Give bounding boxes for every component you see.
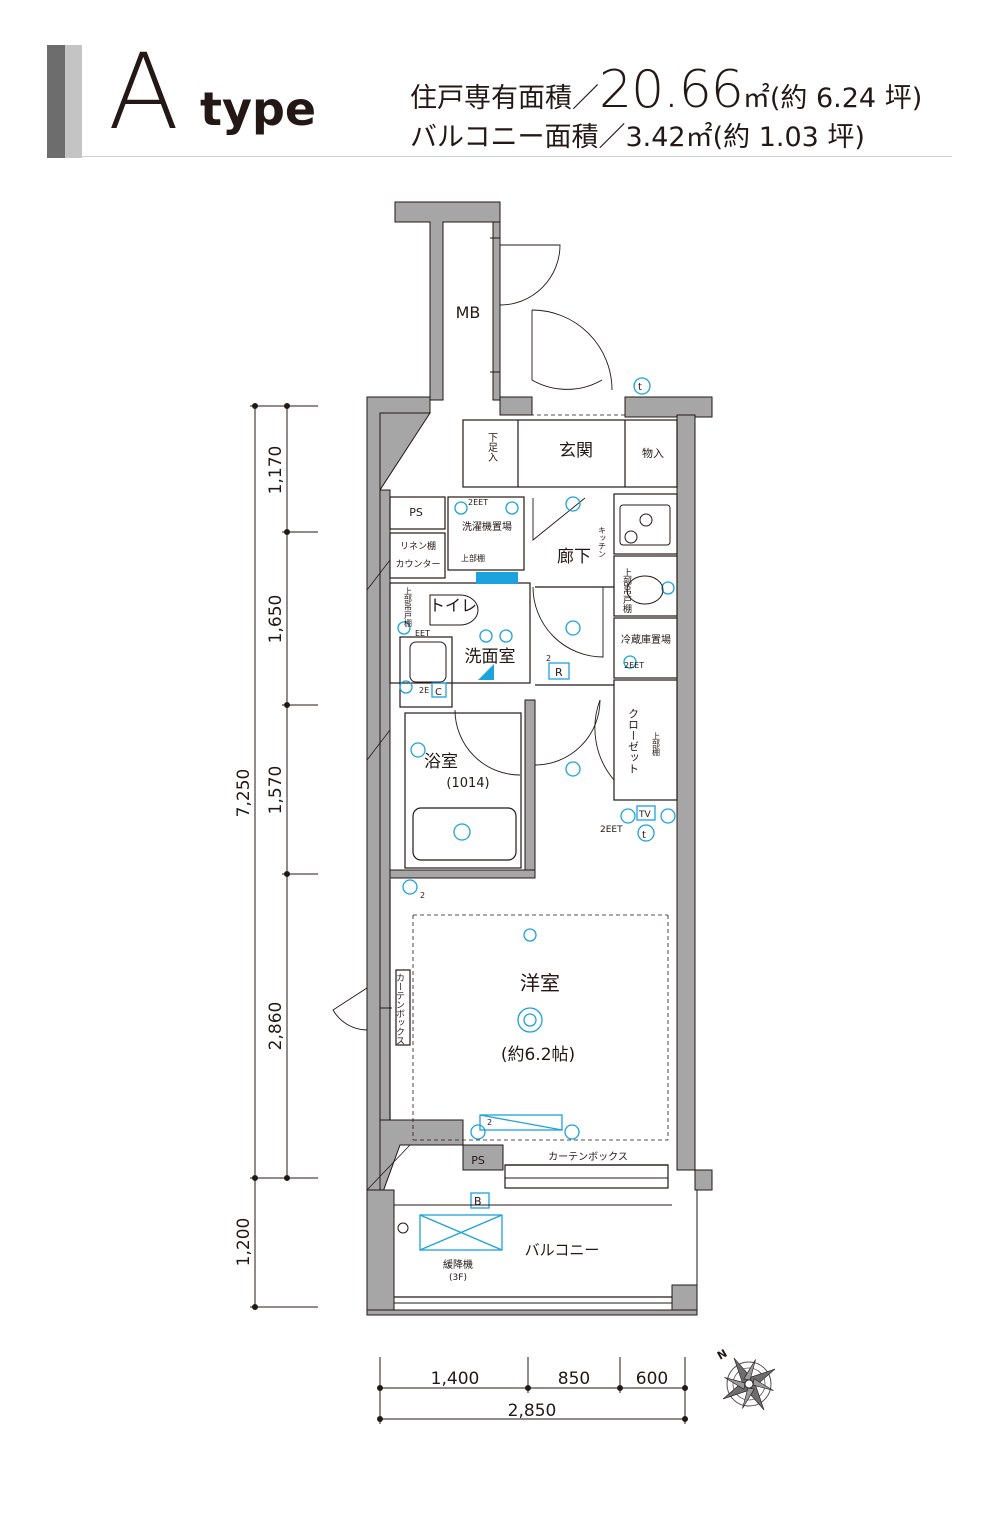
symbol-r: R — [555, 666, 563, 679]
wall-hatch — [366, 559, 411, 1191]
exclusive-area-tsubo: (約 6.24 坪) — [769, 83, 923, 114]
dim-left-seg-3: 1,570 — [266, 766, 286, 815]
dim-bottom-total: 2,850 — [508, 1401, 557, 1421]
dimension-labels-left: 7,250 1,170 1,650 1,570 2,860 1,200 — [234, 446, 286, 1267]
label-western-room: 洋室 — [520, 971, 560, 995]
label-mb: MB — [456, 303, 481, 322]
vertical-labels: 下足入 キッチン 上部吊戸棚 上部吊戸棚 クローゼット 上部棚 カーテンボックス — [394, 432, 661, 1045]
partitions — [389, 419, 678, 1298]
door-swings — [332, 244, 615, 1031]
symbol-t-top: t — [638, 382, 642, 393]
balcony-rail — [380, 1007, 698, 1304]
room-labels: MB 玄関 物入 PS 洗濯機置場 上部棚 廊下 リネン棚 カウンター トイレ … — [395, 303, 671, 1283]
balcony-area-line: バルコニー面積／3.42㎡(約 1.03 坪) — [410, 115, 865, 154]
label-closet: クローゼット — [627, 708, 640, 774]
label-linen: リネン棚 — [400, 540, 436, 552]
symbol-num-2c: 2 — [487, 1118, 492, 1127]
dim-bottom-seg-1: 1,400 — [431, 1369, 480, 1389]
label-ps-bottom: PS — [471, 1154, 485, 1167]
dimension-lines-bottom — [377, 1357, 688, 1424]
label-upper-shelf: 上部棚 — [461, 553, 485, 563]
symbol-eet-wash: EET — [415, 629, 430, 638]
label-escape-floor: (3F) — [449, 1273, 467, 1283]
label-bath-size: (1014) — [446, 776, 489, 791]
label-shoes: 下足入 — [486, 432, 498, 462]
compass-north-label: N — [715, 1347, 729, 1363]
tel-outlet-icon — [633, 377, 651, 395]
label-escape: 緩降機 — [443, 1258, 473, 1271]
dim-left-seg-1: 1,170 — [266, 446, 286, 495]
exclusive-area-line: 住戸専有面積／20.66㎡(約 6.24 坪) — [410, 60, 922, 120]
mb-door-ticks — [490, 237, 500, 373]
label-kitchen: キッチン — [598, 526, 607, 558]
label-curtain-box: カーテンボックス — [548, 1151, 628, 1163]
unit-type-word: type — [200, 82, 317, 136]
symbol-2e: 2E — [419, 686, 429, 695]
label-bath: 浴室 — [424, 752, 458, 772]
symbol-2eet-fridge: 2EET — [624, 661, 644, 670]
label-storage: 物入 — [642, 446, 664, 460]
label-fridge: 冷蔵庫置場 — [621, 633, 671, 646]
dimension-lines-left — [250, 403, 318, 1310]
range-hood-icon — [548, 662, 570, 680]
label-ps-top: PS — [409, 506, 423, 519]
balcony-area-label: バルコニー面積／ — [410, 122, 626, 153]
label-washroom: 洗面室 — [465, 647, 516, 667]
balcony-area-tsubo: (約 1.03 坪) — [712, 122, 865, 153]
dim-left-seg-4: 2,860 — [266, 1002, 286, 1051]
label-balcony: バルコニー — [525, 1241, 600, 1259]
balcony-area-unit: ㎡ — [685, 122, 713, 153]
symbol-tv: TV — [638, 810, 651, 820]
fixtures — [397, 504, 671, 1234]
electrical-symbols — [397, 377, 676, 1251]
label-upper-cabinet-small: 上部吊戸棚 — [404, 587, 413, 628]
label-counter: カウンター — [395, 559, 440, 570]
symbol-num-2a: 2 — [546, 654, 551, 663]
dim-left-seg-5: 1,200 — [234, 1218, 254, 1267]
unit-type-letter: A — [108, 31, 179, 153]
b-symbol-icon — [470, 1192, 490, 1209]
label-genkan: 玄関 — [559, 441, 593, 461]
header-rule — [82, 156, 952, 157]
dim-left-total: 7,250 — [234, 769, 254, 818]
exclusive-area-unit: ㎡ — [742, 83, 770, 114]
symbol-labels: t t TV R B C 2EET 2EET 2EET EET 2E 2 2 2 — [415, 382, 651, 1208]
header-accent-bar — [47, 45, 65, 158]
ceiling-light-icon — [517, 1007, 543, 1033]
symbol-2eet-laundry: 2EET — [468, 498, 488, 507]
dim-bottom-seg-3: 600 — [636, 1369, 668, 1389]
symbol-num-2b: 2 — [420, 891, 425, 900]
dashed-lines — [412, 414, 669, 1141]
dim-bottom-seg-2: 850 — [558, 1369, 590, 1389]
compass-icon: N — [715, 1347, 776, 1411]
dim-left-seg-2: 1,650 — [266, 595, 286, 644]
tv-outlet-icon — [636, 805, 656, 821]
label-laundry: 洗濯機置場 — [462, 520, 512, 533]
symbol-fills — [476, 572, 518, 680]
label-upper-cabinet: 上部吊戸棚 — [621, 568, 632, 614]
walls — [366, 201, 713, 1316]
label-corridor: 廊下 — [557, 547, 591, 567]
dimension-labels-bottom: 1,400 850 600 2,850 — [431, 1369, 669, 1421]
label-toilet: トイレ — [429, 596, 477, 615]
balcony-area-value: 3.42 — [625, 122, 686, 153]
symbol-c: C — [435, 687, 442, 698]
exclusive-area-value: 20.66 — [599, 60, 744, 120]
label-closet-shelf: 上部棚 — [652, 732, 661, 757]
exclusive-area-label: 住戸専有面積／ — [410, 83, 599, 114]
symbol-2eet-room: 2EET — [600, 825, 623, 835]
symbol-b: B — [474, 1195, 482, 1208]
header-accent-bar-light — [65, 45, 82, 158]
label-western-size: (約6.2帖) — [501, 1045, 575, 1065]
label-curtain-box-side: カーテンボックス — [394, 973, 405, 1045]
symbol-t-mid: t — [642, 830, 646, 841]
